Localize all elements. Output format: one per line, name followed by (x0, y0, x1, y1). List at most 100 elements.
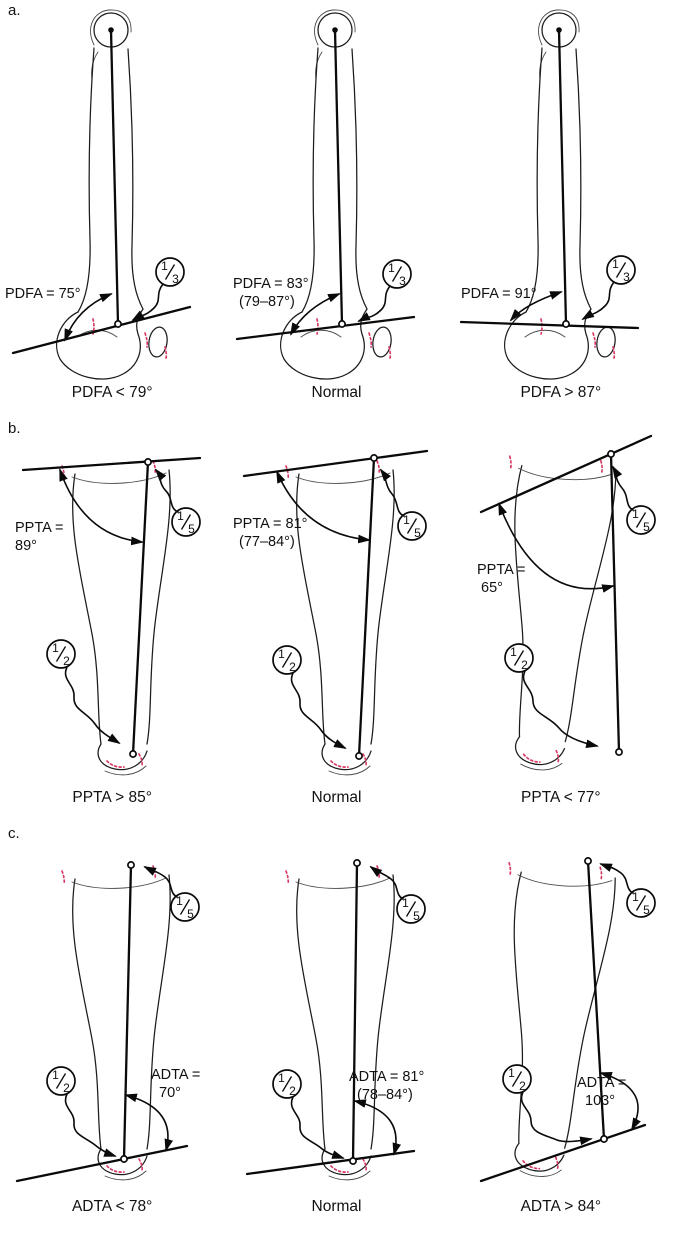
fraction-numerator: 1 (388, 261, 395, 275)
fraction-numerator: 1 (52, 641, 59, 655)
angle-label-line2: 103° (585, 1093, 615, 1109)
figure-row-b: b. PPTA = 89° 1 5 (0, 420, 673, 807)
ppta-angle-arc (498, 502, 616, 593)
fraction-arrow (142, 866, 178, 898)
fraction-arrow-2 (521, 1091, 594, 1146)
angle-label-line2: 70° (159, 1085, 181, 1101)
fraction-arrow (612, 465, 635, 511)
panel-adta-high: ADTA = 103° 1 5 1 2 ADTA > 84° (449, 829, 673, 1216)
angle-label: PDFA = 83° (233, 276, 309, 292)
row-label-a: a. (8, 2, 21, 19)
fraction-denominator: 2 (63, 1081, 70, 1095)
angle-label: ADTA = (151, 1067, 200, 1083)
pdfa-angle-arc (63, 293, 113, 342)
panel-ppta-normal: PPTA = 81° (77–84°) 1 5 1 2 Norma (224, 424, 448, 807)
fraction-badge-2: 1 2 (504, 643, 535, 673)
ankle-point (615, 748, 624, 756)
fraction-arrow (369, 865, 404, 900)
panel-caption: PPTA < 77° (521, 789, 601, 806)
tibia-axis-line (357, 456, 376, 758)
proximal-point (126, 861, 135, 869)
fraction-denominator: 2 (521, 658, 528, 672)
ankle-point (349, 1157, 357, 1165)
fraction-denominator: 2 (289, 1084, 296, 1098)
panel-pdfa-high: PDFA = 91° 1 3 PDFA > 87° (449, 6, 673, 402)
angle-label: ADTA = (577, 1075, 626, 1091)
fraction-badge: 1 3 (606, 255, 637, 285)
angle-label-line2: (79–87°) (239, 294, 295, 310)
figure-row-a: a. PDFA = 75° 1 3 (0, 2, 673, 402)
fraction-numerator: 1 (176, 894, 183, 908)
plateau-joint-line (242, 449, 429, 478)
fraction-arrow-2 (64, 666, 121, 745)
tibia-diagram-ppta-high: PPTA = 89° 1 5 1 2 (15, 456, 201, 776)
fraction-arrow (357, 285, 391, 322)
fraction-numerator: 1 (632, 890, 639, 904)
panel-ppta-low: PPTA = 65° 1 5 1 2 PPTA < 77° (449, 424, 673, 807)
fraction-numerator: 1 (52, 1068, 59, 1082)
pdfa-angle-arc (290, 293, 341, 336)
fraction-numerator: 1 (278, 647, 285, 661)
row-c-panels: ADTA = 70° 1 5 1 2 ADTA < 78° (0, 829, 673, 1216)
fraction-badge: 1 5 (397, 511, 427, 541)
fraction-arrow-2 (290, 672, 347, 749)
fraction-badge: 1 5 (626, 505, 657, 535)
fraction-arrow (599, 863, 635, 894)
panel-caption: Normal (311, 789, 362, 806)
fraction-badge: 1 5 (170, 507, 201, 537)
adta-angle-arc (353, 1099, 402, 1156)
angle-label: ADTA = 81° (349, 1069, 424, 1085)
fraction-badge-2: 1 2 (272, 1069, 302, 1099)
adta-angle-arc (599, 1072, 642, 1131)
tibia-diagram-ppta-low: PPTA = 65° 1 5 1 2 (476, 434, 657, 776)
panel-caption: PDFA < 79° (71, 384, 153, 401)
fraction-numerator: 1 (177, 509, 184, 523)
fraction-numerator: 1 (632, 507, 639, 521)
panel-caption: ADTA < 78° (71, 1198, 153, 1215)
fraction-denominator: 5 (188, 522, 195, 536)
fraction-arrow-2 (523, 670, 600, 748)
tibia-axis-line (351, 861, 359, 1163)
femur-axis-line (109, 28, 119, 326)
ankle-joint-line (15, 1144, 188, 1183)
femur-axis-line (333, 28, 344, 326)
fraction-badge: 1 3 (382, 259, 412, 289)
ankle-point (119, 1155, 128, 1163)
proximal-point (584, 857, 593, 865)
plateau-point (370, 454, 378, 462)
row-b-panels: PPTA = 89° 1 5 1 2 PPTA > 85° (0, 424, 673, 807)
fraction-badge: 1 5 (626, 888, 657, 918)
fraction-arrow-2 (290, 1096, 345, 1159)
fraction-arrow (581, 281, 616, 321)
panel-pdfa-low: PDFA = 75° 1 3 PDFA < 79° (0, 6, 224, 402)
angle-label: PDFA = 75° (5, 286, 81, 302)
ppta-angle-arc (276, 470, 371, 544)
angle-label: PPTA = 81° (233, 516, 307, 532)
femur-diagram-pdfa-low: PDFA = 75° 1 3 (5, 9, 191, 380)
fraction-numerator: 1 (510, 645, 517, 659)
panel-caption: Normal (311, 1198, 362, 1215)
tibia-outline (285, 865, 396, 1181)
fraction-numerator: 1 (278, 1071, 285, 1085)
fraction-numerator: 1 (402, 896, 409, 910)
angle-label: PDFA = 91° (461, 286, 537, 302)
figure-row-c: c. ADTA = 70° 1 5 (0, 825, 673, 1216)
plateau-joint-line (480, 434, 653, 514)
panel-adta-low: ADTA = 70° 1 5 1 2 ADTA < 78° (0, 829, 224, 1216)
fraction-denominator: 2 (289, 660, 296, 674)
tibia-outline (60, 460, 171, 776)
fraction-denominator: 5 (643, 903, 650, 917)
panel-pdfa-normal: PDFA = 83° (79–87°) 1 3 Normal (224, 6, 448, 402)
fraction-denominator: 2 (63, 654, 70, 668)
fraction-badge-2: 1 2 (45, 1066, 76, 1096)
fraction-arrow (131, 283, 164, 322)
ankle-point (600, 1135, 609, 1143)
fraction-badge: 1 3 (154, 257, 185, 287)
fraction-badge: 1 5 (169, 892, 200, 922)
ankle-point (128, 750, 137, 758)
angle-label-line2: (77–84°) (239, 534, 295, 550)
figure: a. PDFA = 75° 1 3 (0, 2, 673, 1216)
tibia-diagram-adta-normal: ADTA = 81° (78–84°) 1 5 1 2 (245, 859, 426, 1181)
panel-caption: PDFA > 87° (520, 384, 602, 401)
fraction-badge: 1 5 (396, 894, 426, 924)
